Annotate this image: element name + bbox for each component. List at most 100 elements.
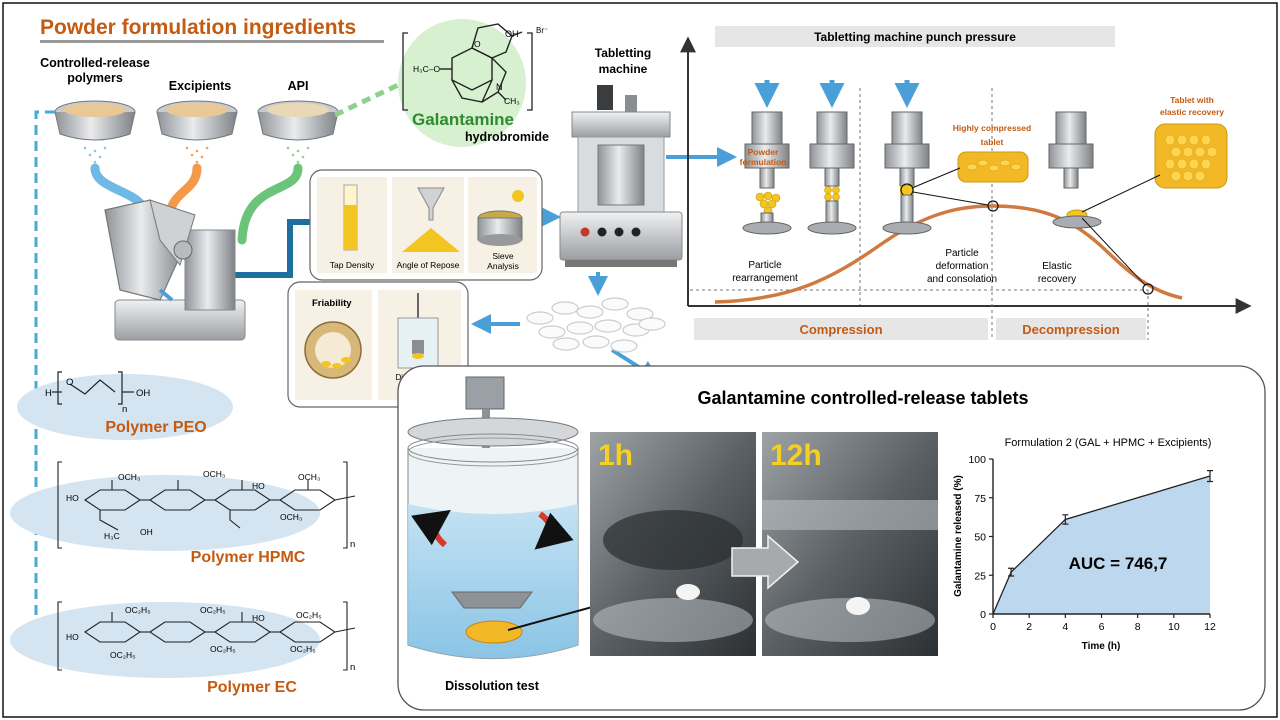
- label-elastic-tab-1: Tablet with: [1170, 95, 1214, 105]
- flow-api: [237, 163, 303, 245]
- chart-x-tick-label: 4: [1062, 621, 1068, 633]
- label-api: API: [288, 79, 309, 93]
- chart-y-tick-label: 75: [974, 493, 986, 505]
- label-powder-1: Powder: [748, 147, 779, 157]
- chart-title: Formulation 2 (GAL + HPMC + Excipients): [1005, 437, 1212, 449]
- punch-title: Tabletting machine punch pressure: [814, 30, 1016, 44]
- hpmc-h3c: H₃C: [104, 531, 120, 541]
- chart-x-tick-label: 2: [1026, 621, 1032, 633]
- dissolution-label: Dissolution test: [445, 679, 540, 693]
- compression-bar: [694, 318, 988, 340]
- header-underline: [40, 40, 384, 43]
- tap-density-icon: [343, 184, 358, 251]
- header-title: Powder formulation ingredients: [40, 16, 356, 39]
- phase1-line1: Particle: [748, 260, 782, 271]
- hpmc-och3-1: OCH₃: [118, 472, 140, 482]
- ec-ho-1: HO: [66, 632, 79, 642]
- chart-error-bar: [1008, 567, 1015, 577]
- release-title: Galantamine controlled-release tablets: [697, 388, 1028, 408]
- angle-of-repose-icon: [402, 187, 460, 252]
- hpmc-label: Polymer HPMC: [191, 549, 306, 566]
- peo-highlight: [17, 374, 233, 440]
- tabletting-machine-icon: [559, 85, 683, 267]
- peo-oh: OH: [136, 388, 150, 399]
- galantamine-name: Galantamine: [412, 110, 514, 129]
- galantamine-methyl: CH₃: [504, 96, 520, 106]
- label-polymers-2: polymers: [67, 71, 123, 85]
- chart-error-bar: [1062, 514, 1069, 525]
- peo-n: n: [122, 404, 127, 415]
- phase-dividers: [690, 88, 1149, 340]
- bowl-excipients-icon: [156, 100, 238, 164]
- ec-oc2h5-6: OC₂H₅: [290, 644, 316, 654]
- polymer-ec: OC₂H₅ OC₂H₅ OC₂H₅ HO HO OC₂H₅ OC₂H₅ OC₂H…: [10, 601, 356, 696]
- phase2-line1: Particle: [945, 248, 979, 259]
- photo-1h: 1h: [590, 432, 756, 656]
- punch-pressure-panel: Tabletting machine punch pressure: [680, 26, 1252, 340]
- chart-x-tick-label: 6: [1099, 621, 1105, 633]
- hpmc-och3-4: OCH₃: [280, 512, 302, 522]
- photo-12h: 12h: [762, 432, 938, 656]
- ec-highlight: [10, 602, 320, 678]
- test-sieve-2: Analysis: [487, 261, 519, 271]
- punch-station-1: [742, 80, 792, 235]
- chart-y-tick-label: 25: [974, 570, 986, 582]
- peo-h: H: [45, 388, 52, 399]
- ingredient-labels: Controlled-release polymers Excipients A…: [40, 56, 308, 93]
- ec-oc2h5-2: OC₂H₅: [200, 605, 226, 615]
- chart-y-tick-label: 50: [974, 532, 986, 544]
- galantamine-ring-o: O: [474, 39, 481, 49]
- chart-x-label: Time (h): [1082, 641, 1121, 652]
- peo-label: Polymer PEO: [105, 419, 206, 436]
- ec-structure-icon: [57, 601, 356, 671]
- label-highly-1: Highly compressed: [953, 123, 1031, 133]
- galantamine-salt: hydrobromide: [465, 130, 549, 144]
- ec-oc2h5-5: OC₂H₅: [210, 644, 236, 654]
- phase2-line2: deformation: [936, 261, 989, 272]
- powder-tests-panel: Tap Density Angle of Repose Sieve Analys…: [309, 169, 543, 281]
- test-angle-of-repose: Angle of Repose: [397, 260, 460, 270]
- ec-oc2h5-1: OC₂H₅: [125, 605, 151, 615]
- phase2-line3: and consolation: [927, 274, 997, 285]
- pressure-curve: [714, 204, 1183, 304]
- hpmc-highlight: [10, 475, 320, 551]
- chart-x-tick-label: 0: [990, 621, 996, 633]
- hpmc-och3-2: OCH₃: [203, 469, 225, 479]
- v-blender-icon: [104, 199, 246, 341]
- hpmc-ho-1: HO: [66, 493, 79, 503]
- galantamine-methoxy: H₃C–O: [413, 64, 440, 74]
- machine-label-2: machine: [599, 62, 648, 76]
- test-sieve-1: Sieve: [492, 251, 514, 261]
- photo-12h-label: 12h: [770, 439, 822, 472]
- chart-x-tick-label: 12: [1204, 621, 1216, 633]
- peo-structure-icon: [52, 371, 134, 405]
- punch-station-3: [882, 80, 932, 235]
- flow-to-tests: [233, 219, 313, 278]
- hpmc-n: n: [350, 539, 355, 550]
- hpmc-och3-3: OCH₃: [298, 472, 320, 482]
- ec-ho-2: HO: [252, 613, 265, 623]
- chart-annotation: AUC = 746,7: [1069, 554, 1168, 573]
- curve-peak-marker: [987, 200, 999, 212]
- label-elastic-tab-2: elastic recovery: [1160, 107, 1225, 117]
- label-excipients: Excipients: [169, 79, 232, 93]
- ec-n: n: [350, 662, 355, 673]
- callout-lines: [911, 167, 1161, 286]
- sieve-analysis-icon: [477, 190, 524, 246]
- label-powder-2: formulation: [740, 157, 787, 167]
- tablets-pile-icon: [526, 297, 666, 353]
- decompression-bar: [996, 318, 1146, 340]
- hpmc-oh: OH: [140, 527, 153, 537]
- phase1-line2: rearrangement: [732, 273, 798, 284]
- chart-x-tick-label: 8: [1135, 621, 1141, 633]
- galantamine-n: N: [496, 82, 503, 92]
- release-chart: Formulation 2 (GAL + HPMC + Excipients) …: [953, 437, 1216, 652]
- test-tap-density: Tap Density: [330, 260, 375, 270]
- decompression-label: Decompression: [1022, 322, 1120, 337]
- galantamine-molecule: OH H₃C–O O N CH₃ Br⁻ Galantamine hydrobr…: [398, 19, 549, 147]
- ec-oc2h5-4: OC₂H₅: [110, 650, 136, 660]
- highly-compressed-tablet-icon: [957, 151, 1029, 183]
